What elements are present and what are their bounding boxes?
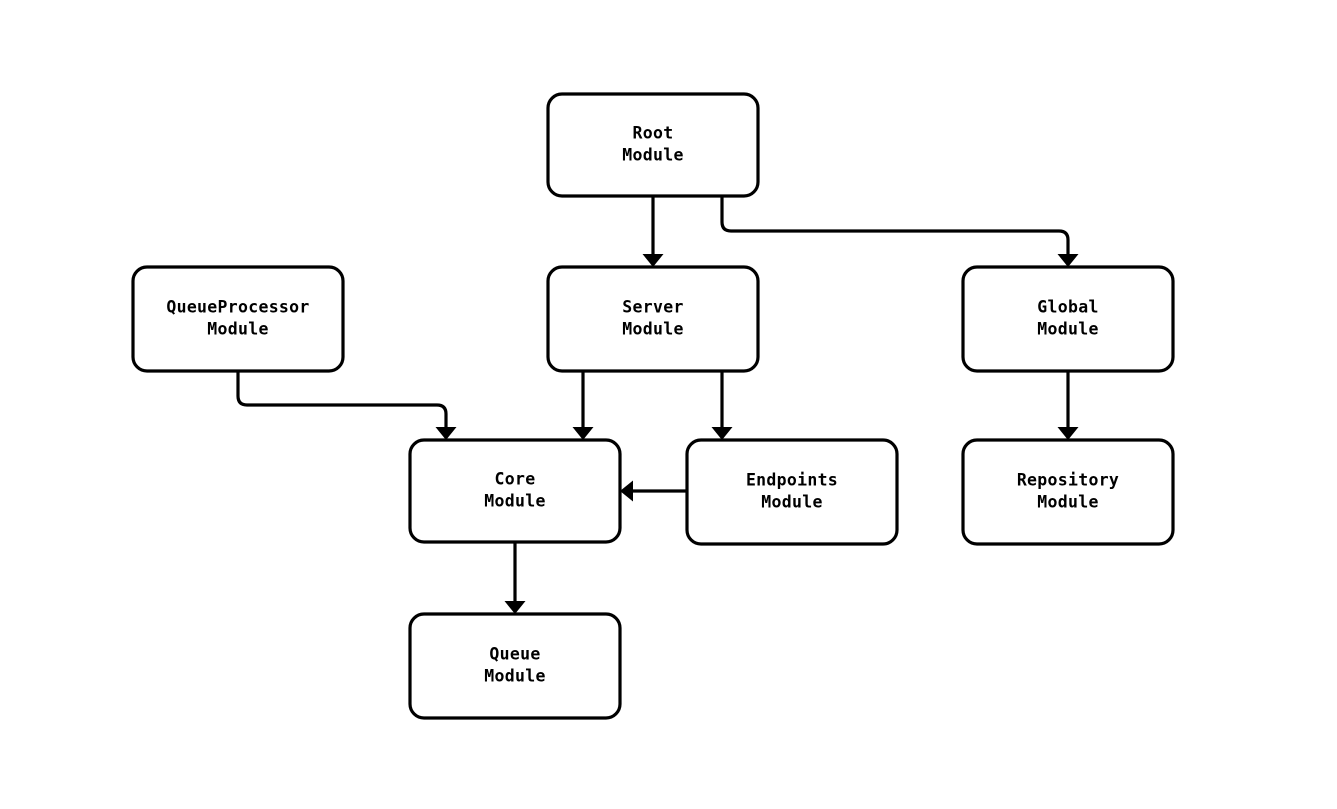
node-label-line1-endpoints: Endpoints — [746, 471, 838, 490]
node-box-endpoints[interactable] — [685, 438, 899, 546]
node-label-line2-root: Module — [622, 146, 683, 165]
node-label-line1-queue: Queue — [489, 645, 540, 664]
node-box-repository[interactable] — [961, 438, 1175, 546]
edge-queueprocessor-to-core — [236, 371, 457, 440]
node-label-line1-global: Global — [1037, 298, 1098, 317]
node-layer: RootModuleQueueProcessorModuleServerModu… — [131, 92, 1175, 720]
arrowhead-icon — [435, 427, 457, 440]
arrowhead-icon — [620, 480, 633, 502]
arrowhead-icon — [642, 254, 664, 267]
node-label-line2-server: Module — [622, 320, 683, 339]
node-label-line1-queueprocessor: QueueProcessor — [166, 298, 309, 317]
node-label-line2-repository: Module — [1037, 493, 1098, 512]
node-label-line2-global: Module — [1037, 320, 1098, 339]
node-box-root[interactable] — [546, 92, 760, 198]
arrowhead-icon — [572, 427, 594, 440]
edge-global-to-repository — [1057, 371, 1079, 440]
arrowhead-icon — [711, 427, 733, 440]
arrowhead-icon — [504, 601, 526, 614]
node-box-server[interactable] — [546, 265, 760, 373]
node-label-line1-repository: Repository — [1017, 471, 1119, 490]
edge-endpoints-to-core — [620, 480, 687, 502]
node-label-line1-root: Root — [633, 124, 674, 143]
node-box-global[interactable] — [961, 265, 1175, 373]
node-label-line2-queueprocessor: Module — [207, 320, 268, 339]
node-label-line2-queue: Module — [484, 667, 545, 686]
node-box-core[interactable] — [408, 438, 622, 544]
arrowhead-icon — [1057, 254, 1079, 267]
edge-root-to-global — [720, 196, 1079, 267]
arrowhead-icon — [1057, 427, 1079, 440]
edge-server-to-core — [572, 371, 594, 440]
node-label-line2-endpoints: Module — [761, 493, 822, 512]
edge-server-to-endpoints — [711, 371, 733, 440]
edge-layer — [236, 196, 1079, 614]
edge-root-to-server — [642, 196, 664, 267]
node-label-line2-core: Module — [484, 492, 545, 511]
node-box-queue[interactable] — [408, 612, 622, 720]
node-label-line1-core: Core — [495, 470, 536, 489]
node-box-queueprocessor[interactable] — [131, 265, 345, 373]
edge-core-to-queue — [504, 542, 526, 614]
node-label-line1-server: Server — [622, 298, 683, 317]
